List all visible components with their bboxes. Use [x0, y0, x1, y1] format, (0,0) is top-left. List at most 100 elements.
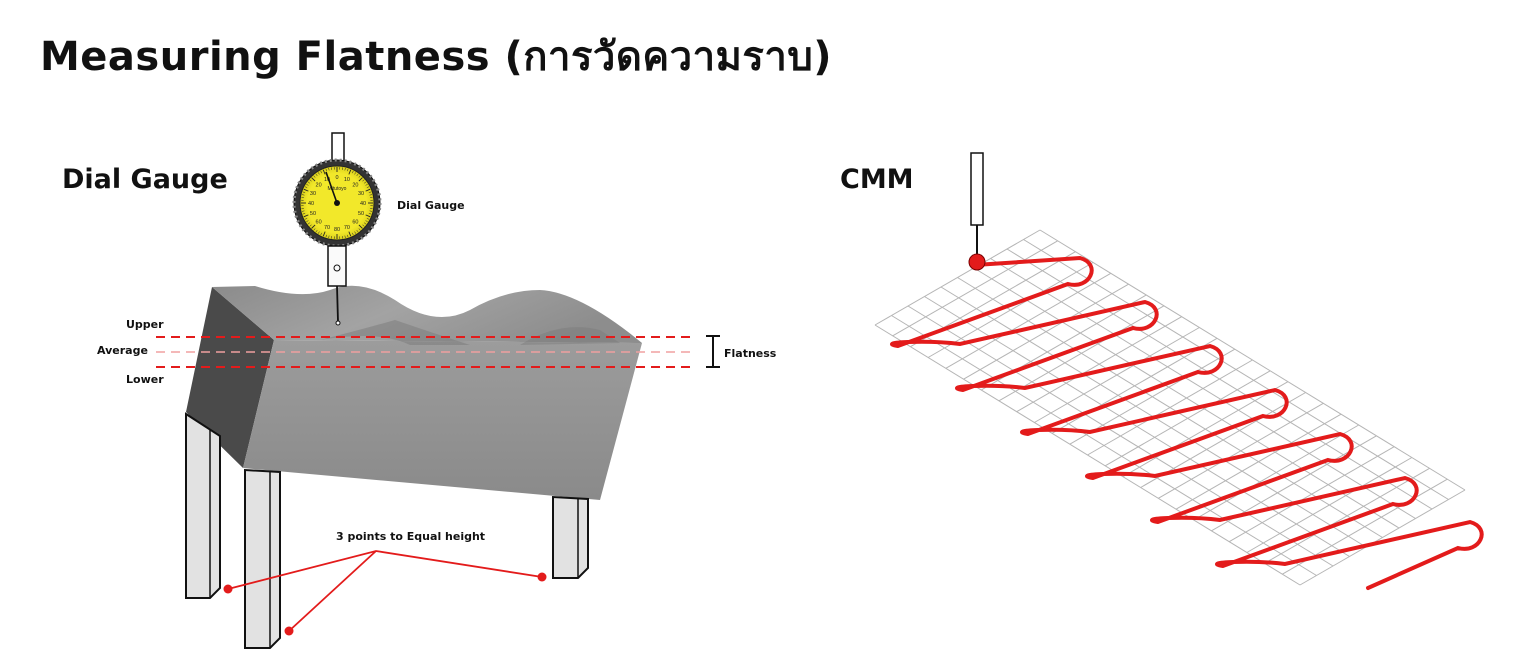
dial-number: 30	[358, 191, 364, 197]
dial-tick	[313, 175, 316, 178]
grid-line	[1034, 327, 1200, 423]
dial-tick	[365, 214, 371, 218]
dial-tick	[368, 213, 372, 215]
dial-tick	[358, 177, 363, 182]
dial-tick	[362, 224, 365, 227]
dial-tick	[306, 183, 309, 186]
block-trough-shade	[320, 320, 470, 345]
dial-tick	[348, 231, 352, 237]
dial-tick	[348, 169, 352, 175]
dial-tick	[311, 224, 316, 229]
dial-tick	[365, 183, 368, 186]
dial-tick	[322, 169, 326, 175]
dial-tick	[351, 170, 354, 174]
dial-tick	[309, 224, 312, 227]
dial-tick	[365, 220, 368, 223]
dial-body-lower	[327, 245, 347, 287]
dial-number: 40	[308, 201, 314, 207]
dial-number: 10	[324, 177, 330, 183]
dial-tick	[315, 229, 318, 233]
dial-ticks	[301, 167, 373, 239]
grid-line	[892, 240, 1058, 337]
grid-line	[945, 272, 1112, 369]
dial-tick	[362, 179, 365, 182]
dial-tick	[351, 232, 354, 236]
dial-tick	[358, 224, 363, 229]
cmm-scan-path	[890, 255, 1484, 590]
cmm-probe	[968, 152, 986, 271]
dial-tick	[302, 213, 306, 215]
grid-line	[1264, 467, 1430, 564]
dial-number: 50	[358, 211, 364, 217]
dial-number: 60	[316, 219, 322, 225]
point-dot-front	[284, 626, 294, 636]
dial-tick	[306, 220, 309, 223]
dial-tick	[320, 170, 323, 174]
dial-tick	[363, 222, 367, 225]
grid-line	[1051, 337, 1218, 434]
stone-block	[186, 285, 642, 500]
dial-tick	[328, 235, 330, 239]
dial-tick	[354, 231, 357, 234]
dial-tick	[317, 231, 320, 234]
dial-number: 70	[344, 225, 350, 231]
grid-line	[1016, 316, 1182, 413]
dial-tick	[366, 186, 370, 189]
dial-tick	[317, 172, 320, 175]
three-points-connectors	[227, 550, 543, 632]
dial-tick	[325, 234, 327, 238]
leg-front	[244, 468, 281, 649]
dial-tick	[358, 175, 361, 178]
leg-left	[185, 412, 221, 599]
dial-tick	[303, 188, 309, 192]
three-points-dots	[223, 572, 547, 636]
dial-tick	[363, 181, 367, 184]
dial-tick	[369, 210, 373, 212]
dial-tick	[304, 186, 308, 189]
dial-tick	[369, 194, 373, 196]
dial-tick	[356, 229, 359, 233]
dial-tick	[313, 228, 316, 231]
legs	[185, 412, 589, 649]
leg-right	[552, 495, 589, 579]
three-points-label: 3 points to Equal height	[336, 530, 486, 543]
dial-tick	[309, 179, 312, 182]
dial-tick	[315, 173, 318, 177]
dial-tick	[358, 228, 361, 231]
lower-label: Lower	[126, 373, 164, 386]
grid-line	[874, 229, 1041, 326]
dial-number: 80	[334, 227, 340, 233]
point-dot-right	[537, 572, 547, 582]
dial-tick	[368, 191, 372, 193]
dial-tick	[356, 173, 359, 177]
dial-tick	[344, 167, 346, 171]
grid-line	[1193, 424, 1359, 521]
dial-tick	[347, 168, 349, 172]
dial-tick	[304, 217, 308, 220]
dial-number: 10	[344, 177, 350, 183]
block-front-face	[243, 340, 642, 500]
grid-line	[1299, 489, 1466, 586]
dial-number: 50	[310, 211, 316, 217]
dial-number: 20	[352, 183, 358, 189]
dial-tick	[365, 188, 371, 192]
dial-number: 30	[310, 191, 316, 197]
page-title: Measuring Flatness (การวัดความราบ)	[40, 34, 833, 80]
dial-tick	[366, 217, 370, 220]
cmm-heading: CMM	[840, 164, 914, 195]
dial-number: 0	[335, 175, 338, 181]
dial-number: 20	[316, 183, 322, 189]
dial-tick	[307, 222, 311, 225]
dial-tick	[303, 214, 309, 218]
dial-tick	[328, 167, 330, 171]
dial-tick	[302, 191, 306, 193]
point-dot-left	[223, 584, 233, 594]
grid-line	[1087, 359, 1253, 456]
dial-tick	[307, 181, 311, 184]
grid-line	[998, 305, 1165, 402]
dial-tick	[301, 194, 305, 196]
grid-line	[1122, 381, 1289, 478]
dial-number: 40	[360, 201, 366, 207]
